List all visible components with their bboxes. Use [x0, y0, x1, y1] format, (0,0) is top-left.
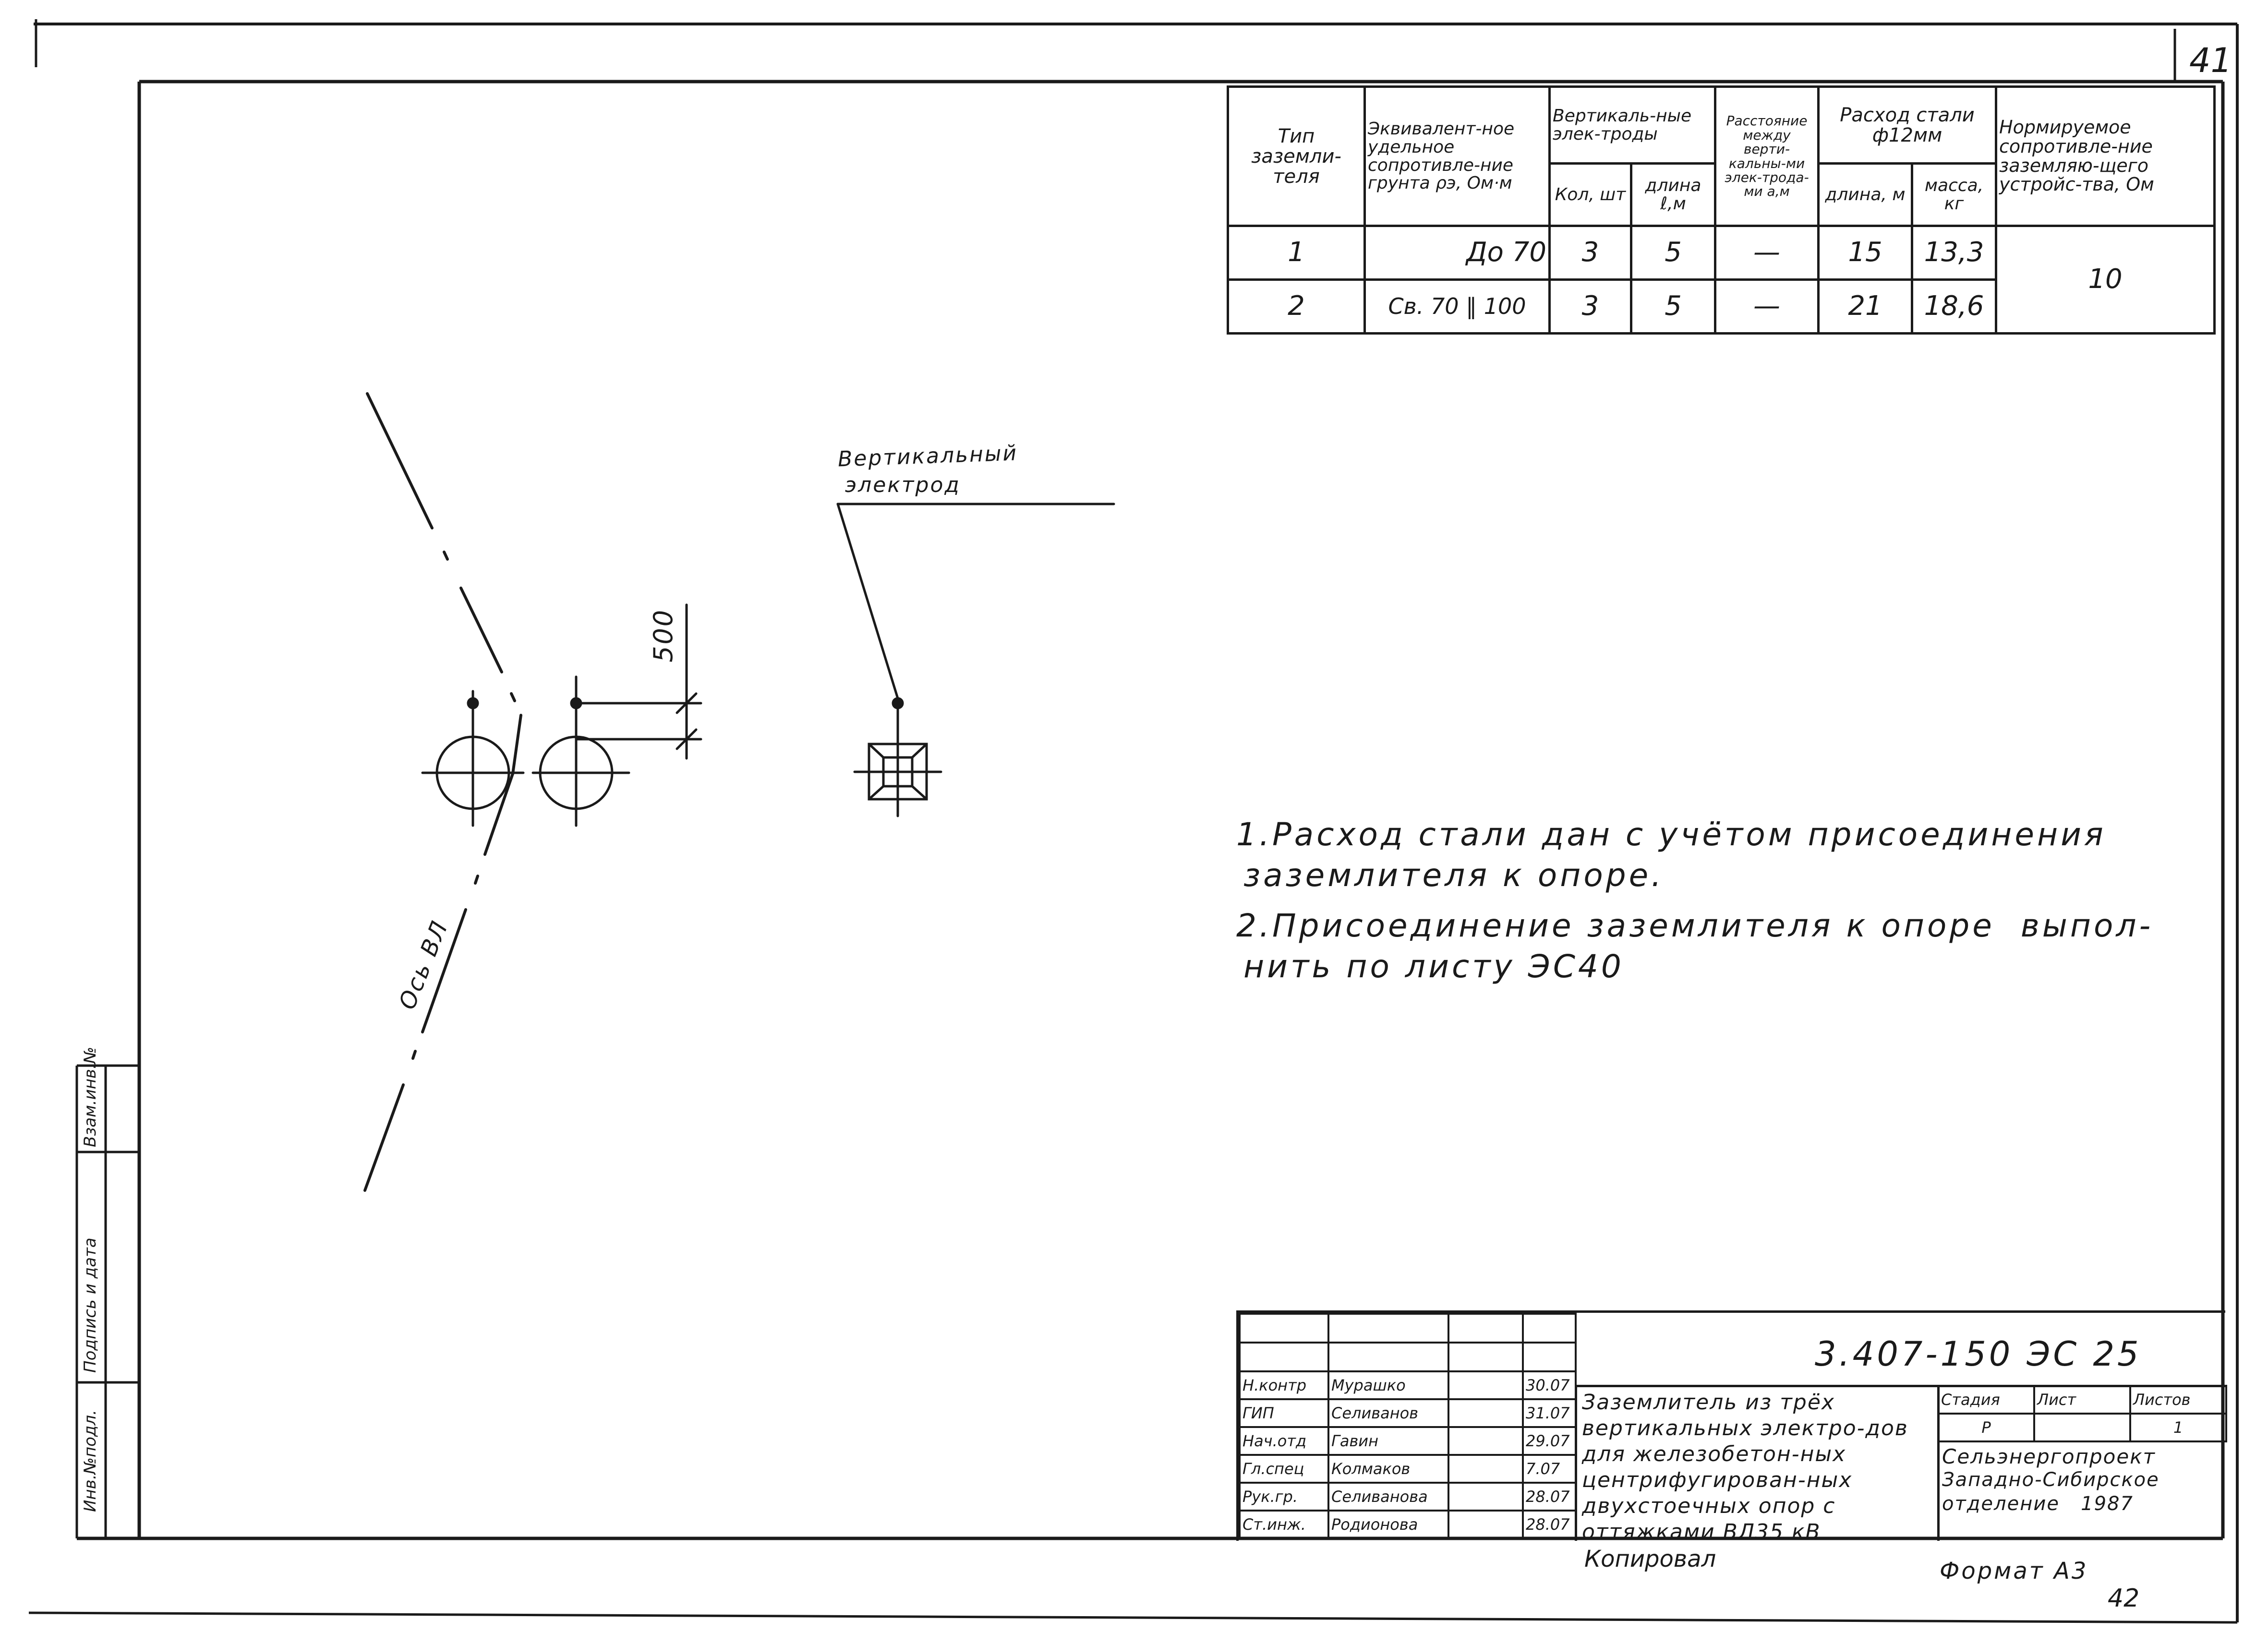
date-5: 28.07 [1522, 1510, 1577, 1539]
electrode-label-line2: электрод [845, 473, 961, 497]
header-resistance: Нормируемое сопротивле-ние заземляю-щего… [1995, 85, 2216, 227]
vertical-electrode-symbol [853, 697, 942, 817]
date-0: 30.07 [1522, 1370, 1577, 1400]
vl-axis-upper [366, 392, 522, 775]
vl-axis-lower [363, 772, 514, 1192]
row1-steel-mass: 13,3 [1911, 225, 1998, 281]
date-1: 31.07 [1522, 1398, 1577, 1428]
row1-resistivity: До 70 [1363, 225, 1551, 281]
name-2: Гавин [1327, 1426, 1449, 1456]
header-length: длина ℓ,м [1629, 162, 1717, 227]
title-divider [1575, 1385, 1577, 1541]
header-type: Тип заземли-теля [1227, 85, 1366, 227]
copied-by: Копировал [1584, 1546, 1716, 1572]
name-4: Селиванова [1327, 1482, 1449, 1512]
header-resistivity: Эквивалент-ное удельное сопротивле-ние г… [1363, 85, 1551, 227]
org-line-2: Западно-Сибирское [1942, 1469, 2159, 1491]
name-3: Колмаков [1327, 1454, 1449, 1484]
header-steel: Расход стали ф12мм [1817, 85, 1998, 165]
stage-table: Стадия Лист Листов Р 1 [1937, 1385, 2227, 1442]
header-steel-mass: масса, кг [1911, 162, 1998, 227]
name-1: Селиванов [1327, 1398, 1449, 1428]
date-3: 7.07 [1522, 1454, 1577, 1484]
org-line-3: отделение 1987 [1942, 1493, 2134, 1515]
sheets-header: Листов [2129, 1385, 2227, 1415]
stage-header: Стадия [1937, 1385, 2035, 1415]
row2-steel-length: 21 [1817, 278, 1914, 335]
note-1-line-1: 1.Расход стали дан с учётом присоединени… [1236, 816, 2106, 853]
name-0: Мурашко [1327, 1370, 1449, 1400]
header-electrodes: Вертикаль-ные элек-троды [1548, 85, 1717, 165]
row1-distance: — [1714, 225, 1820, 281]
row2-type: 2 [1227, 278, 1366, 335]
header-count: Кол, шт [1548, 162, 1632, 227]
support-leg-left [421, 690, 525, 827]
role-4: Рук.гр. [1239, 1482, 1329, 1512]
role-3: Гл.спец [1239, 1454, 1329, 1484]
header-steel-length: длина, м [1817, 162, 1914, 227]
role-1: ГИП [1239, 1398, 1329, 1428]
grounding-parameters-table: Тип заземли-теля Эквивалент-ное удельное… [1227, 85, 2216, 335]
row2-steel-mass: 18,6 [1911, 278, 1998, 335]
resistance-value: 10 [1995, 225, 2216, 335]
row2-distance: — [1714, 278, 1820, 335]
row1-length: 5 [1629, 225, 1717, 281]
stage-value: Р [1937, 1413, 2035, 1442]
document-code: 3.407-150 ЭС 25 [1815, 1334, 2142, 1374]
support-leg-right [531, 675, 630, 827]
sheets-value: 1 [2129, 1413, 2227, 1442]
org-line-1: Сельэнергопроект [1942, 1445, 2156, 1468]
date-2: 29.07 [1522, 1426, 1577, 1456]
electrode-leader [836, 503, 1115, 700]
note-1-line-2: заземлителя к опоре. [1243, 857, 1665, 894]
dimension-label: 500 [648, 608, 678, 662]
row1-steel-length: 15 [1817, 225, 1914, 281]
role-5: Ст.инж. [1239, 1510, 1329, 1539]
header-distance: Расстояние между верти-кальны-ми элек-тр… [1714, 85, 1820, 227]
role-0: Н.контр [1239, 1370, 1329, 1400]
row2-length: 5 [1629, 278, 1717, 335]
sheet-header: Лист [2033, 1385, 2131, 1415]
note-2-line-2: нить по листу ЭС40 [1243, 948, 1624, 985]
name-5: Родионова [1327, 1510, 1449, 1539]
note-2-line-1: 2.Присоединение заземлителя к опоре выпо… [1236, 907, 2154, 944]
role-2: Нач.отд [1239, 1426, 1329, 1456]
sheet-number: 41 [2189, 41, 2232, 80]
code-divider [1575, 1385, 2225, 1387]
drawing-title: Заземлитель из трёх вертикальных электро… [1582, 1390, 1908, 1544]
page-bottom-number: 42 [2108, 1584, 2140, 1613]
stage-area-divider [1937, 1385, 1940, 1541]
dimension-500 [575, 603, 702, 760]
row1-count: 3 [1548, 225, 1632, 281]
row2-resistivity: Св. 70 ‖ 100 [1363, 278, 1551, 335]
paper-format: Формат А3 [1940, 1558, 2088, 1584]
date-4: 28.07 [1522, 1482, 1577, 1512]
row1-type: 1 [1227, 225, 1366, 281]
row2-count: 3 [1548, 278, 1632, 335]
